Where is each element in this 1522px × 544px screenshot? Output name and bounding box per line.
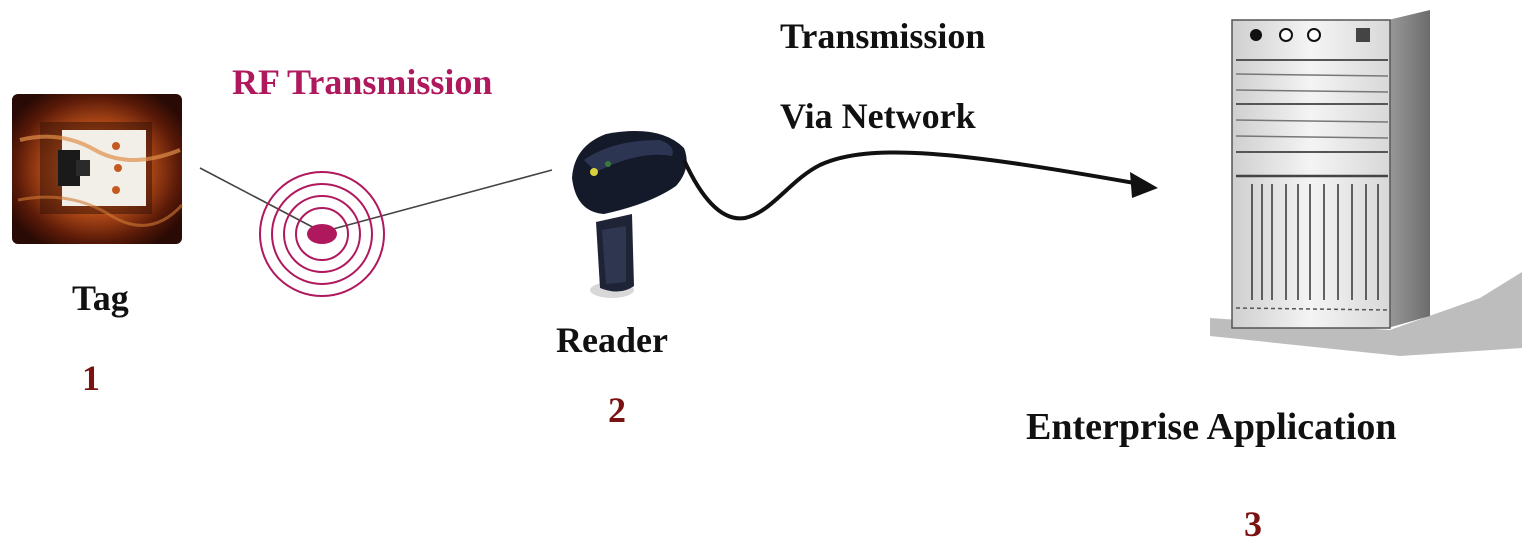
tag-step-number: 1 <box>82 358 100 398</box>
handheld-reader-icon <box>572 131 687 298</box>
reader-link-line <box>321 169 553 233</box>
tag-label: Tag <box>72 278 129 318</box>
rf-transmission-label: RF Transmission <box>232 62 493 102</box>
reader-step-number: 2 <box>608 390 626 430</box>
via-network-label: Via Network <box>780 96 976 136</box>
enterprise-step-number: 3 <box>1244 504 1262 544</box>
network-cable-arrow <box>682 150 1141 221</box>
tag-link-line <box>199 167 323 233</box>
rfid-tag-icon <box>12 94 184 244</box>
reader-label: Reader <box>556 320 668 360</box>
arrow-head-icon <box>1130 172 1158 198</box>
network-transmission-label: Transmission <box>780 16 986 56</box>
rf-signal-icon <box>259 171 385 297</box>
enterprise-application-label: Enterprise Application <box>1026 406 1397 448</box>
server-tower-icon <box>1210 10 1522 356</box>
